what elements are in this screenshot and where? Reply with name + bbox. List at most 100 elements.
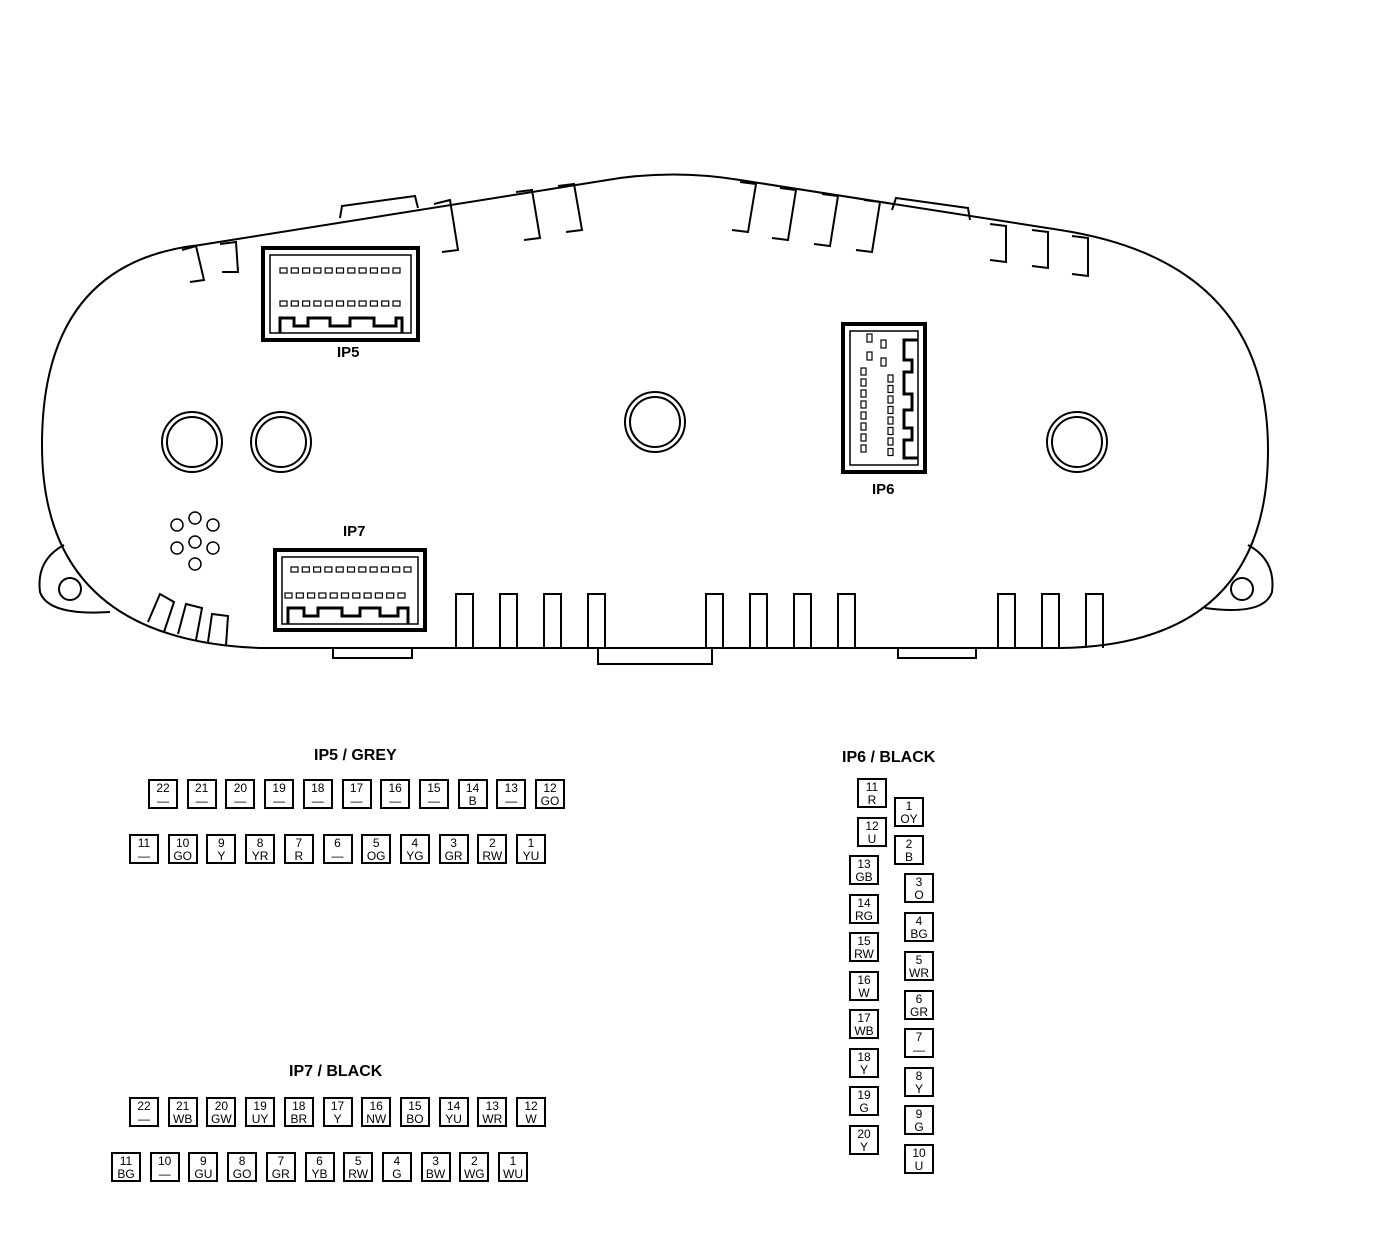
top-clip-1 [339, 194, 419, 219]
connector-cavity [887, 384, 894, 394]
wire-color-code: OG [366, 849, 386, 863]
connector-cavity [860, 367, 867, 376]
pin-cell: 18— [302, 779, 333, 809]
pin-cell: 20— [225, 779, 256, 809]
wire-color-code: Y [333, 1112, 342, 1126]
mounting-lug-left [38, 544, 111, 614]
mounting-lug-right [1204, 544, 1274, 611]
connector-cavity [346, 566, 356, 573]
pin-number: 1 [905, 799, 913, 813]
connector-cavity [380, 566, 389, 573]
pin-number: 14 [446, 1099, 461, 1113]
pin-number: 16 [857, 972, 871, 987]
wire-color-code: G [914, 1120, 924, 1134]
pin-number: 8 [256, 836, 264, 850]
connector-cavity [335, 300, 345, 307]
pin-number: 1 [509, 1154, 517, 1168]
wire-color-code: O [914, 888, 924, 902]
wire-color-code: RG [855, 908, 873, 923]
pin-cell: 21— [186, 779, 217, 809]
pin-number: 4 [393, 1154, 401, 1168]
connector-cavity [392, 267, 401, 274]
connector-cavity [290, 300, 299, 307]
pin-number: 20 [214, 1099, 229, 1113]
wire-color-code: BO [406, 1112, 424, 1126]
wire-color-code: U [867, 831, 877, 846]
pin-number: 10 [158, 1154, 172, 1168]
wire-color-code: W [525, 1112, 537, 1126]
connector-cavity [324, 267, 333, 274]
pin-number: 2 [488, 836, 496, 850]
pin-number: 10 [912, 1146, 926, 1160]
wire-color-code: — [913, 1043, 925, 1057]
wire-color-code: YU [522, 849, 540, 863]
connector-cavity [307, 592, 316, 599]
bottom-clip-2 [597, 648, 713, 665]
connector-cavity [374, 592, 383, 599]
connector-cavity [329, 592, 338, 599]
pin-number: 2 [905, 837, 913, 851]
wire-color-code: BR [290, 1112, 308, 1126]
pin-cell: 22— [129, 1097, 159, 1127]
connector-cavity [369, 300, 378, 307]
pin-number: 20 [233, 781, 248, 795]
ip7-connector [273, 548, 427, 632]
pin-number: 22 [156, 781, 170, 795]
connector-cavity [358, 566, 367, 573]
connector-cavity [860, 400, 867, 409]
pin-cell: 22— [148, 779, 178, 809]
wire-color-code: NW [366, 1112, 387, 1126]
wire-color-code: WR [909, 966, 929, 980]
bottom-ribs [147, 592, 1104, 648]
wire-color-code: UY [251, 1112, 269, 1126]
wire-color-code: RW [348, 1167, 369, 1181]
pin-number: 19 [272, 781, 286, 795]
connector-cavity [324, 566, 333, 573]
pin-number: 16 [388, 781, 402, 795]
pin-number: 9 [915, 1107, 923, 1121]
connector-cavity [318, 592, 327, 599]
pin-number: 13 [504, 781, 518, 795]
pin-cell: 10— [149, 1152, 180, 1182]
top-ribs [181, 181, 1089, 283]
pin-number: 8 [915, 1069, 923, 1083]
connector-cavity [335, 267, 345, 274]
pin-number: 11 [119, 1154, 133, 1168]
cluster-body-outline [40, 173, 1270, 649]
wire-color-code: — [157, 794, 169, 808]
pin-number: 6 [334, 836, 341, 850]
buzzer-holes [170, 511, 220, 571]
connector-cavity [392, 566, 401, 573]
wire-color-code: YG [406, 849, 424, 863]
connector-cavity [887, 416, 894, 425]
pin-cell: 7— [904, 1028, 934, 1058]
connector-cavity [381, 300, 390, 307]
pin-number: 14 [857, 895, 871, 910]
wire-color-code: GO [232, 1167, 252, 1181]
ip6-connector [841, 322, 927, 474]
connector-cavity [403, 566, 412, 573]
wire-color-code: R [867, 793, 877, 807]
wire-color-code: — [389, 794, 402, 808]
